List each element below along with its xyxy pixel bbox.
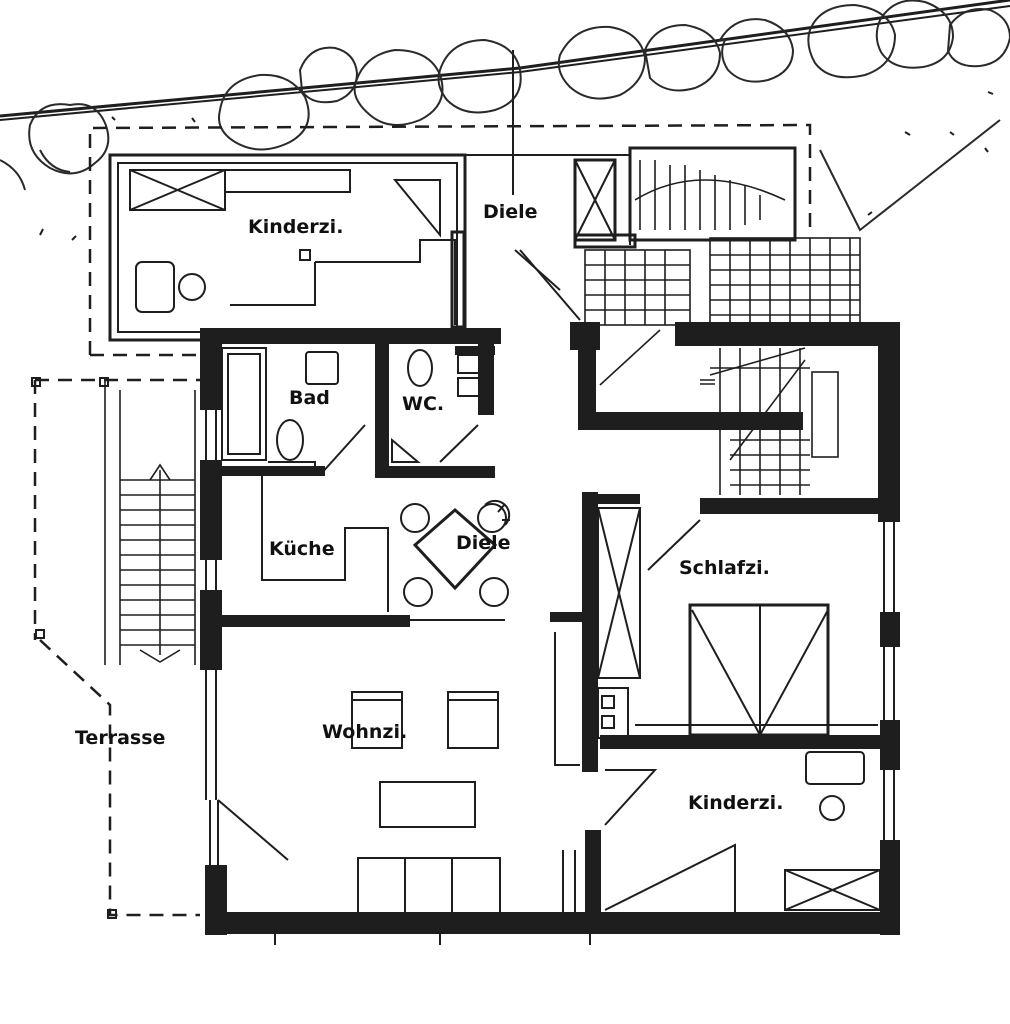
label-kueche: Küche (269, 538, 335, 560)
upper-dashed-outline (88, 123, 812, 355)
label-terrasse: Terrasse (75, 727, 165, 749)
room-labels: Kinderzi. Diele Bad WC. Küche Diele Schl… (75, 201, 783, 814)
fixtures (221, 329, 881, 914)
terrace-outline (31, 377, 200, 919)
tree-dots (39, 91, 994, 241)
label-kinderzi-bottom: Kinderzi. (688, 792, 783, 814)
upper-boundary (88, 123, 812, 357)
label-wc: WC. (402, 393, 444, 415)
tree-row (0, 0, 1010, 232)
upper-stair (573, 146, 861, 327)
label-schlafzi: Schlafzi. (679, 557, 770, 579)
upper-room (108, 50, 631, 342)
label-diele-center: Diele (456, 532, 511, 554)
property-line (0, 0, 1010, 118)
label-kinderzi-top: Kinderzi. (248, 216, 343, 238)
main-walls (200, 322, 900, 945)
label-bad: Bad (289, 387, 330, 409)
label-wohnzi: Wohnzi. (322, 721, 407, 743)
label-diele-top: Diele (483, 201, 538, 223)
